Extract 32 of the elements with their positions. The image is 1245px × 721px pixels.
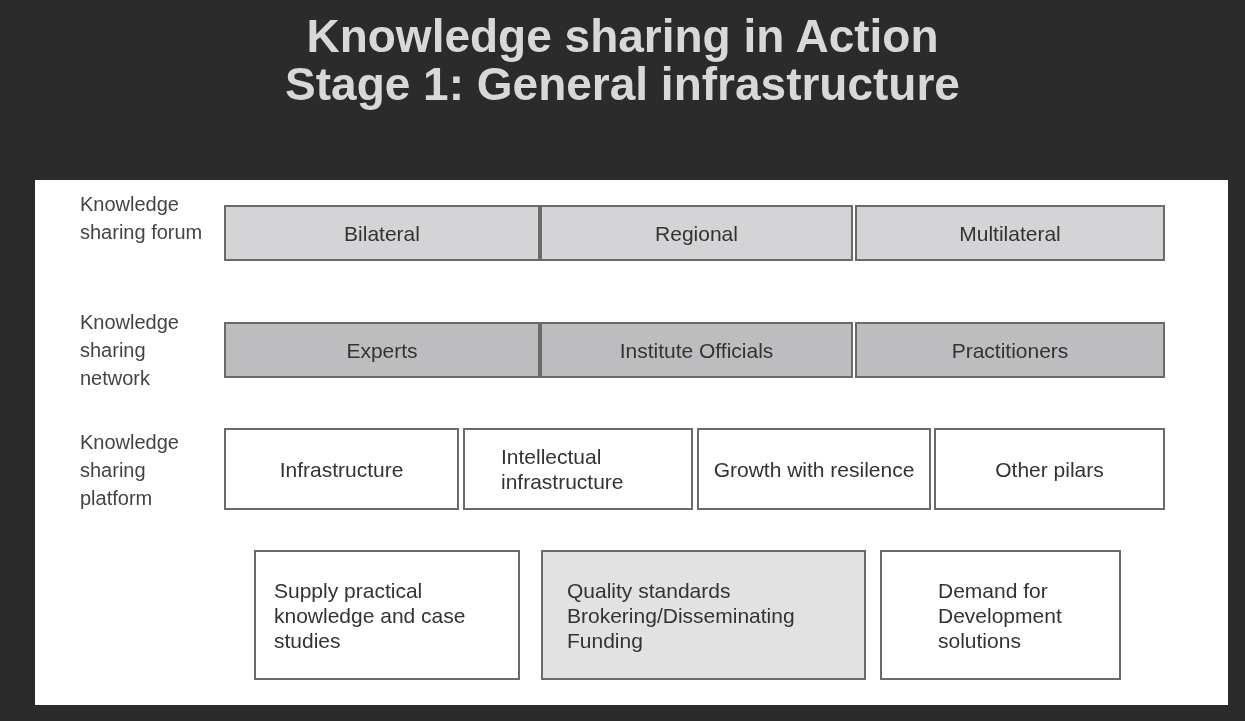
text-box	[855, 322, 1165, 378]
text-box	[540, 322, 853, 378]
box-text: Institute Officials	[618, 337, 775, 363]
box-text: Regional	[654, 220, 739, 246]
text-box	[541, 550, 866, 680]
text-box	[540, 205, 853, 261]
box-text: Practitioners	[950, 337, 1070, 363]
text-box	[934, 428, 1165, 510]
text-box	[224, 428, 459, 510]
box-text: Other pilars	[994, 456, 1105, 482]
box-text: Supply practical knowledge and case studies	[274, 577, 467, 653]
box-text: Brokering/Disseminating	[567, 602, 796, 628]
row-label: Knowledge sharing forum	[80, 192, 204, 245]
text-box	[224, 322, 540, 378]
text-box	[224, 205, 540, 261]
row-label: Knowledge sharing network	[80, 310, 180, 391]
text-box	[254, 550, 520, 680]
box-text: Funding	[567, 627, 644, 653]
box-text: Multilateral	[958, 220, 1062, 246]
text-box	[855, 205, 1165, 261]
box-text: Intellectual infrastructure	[501, 444, 625, 494]
box-text: Bilateral	[343, 220, 421, 246]
row-label: Knowledge sharing platform	[80, 430, 180, 511]
box-text: Infrastructure	[278, 456, 405, 482]
title: Knowledge sharing in Action Stage 1: General infrastructure	[284, 12, 961, 108]
text-box	[463, 428, 693, 510]
text-box	[880, 550, 1121, 680]
box-text: Quality standards	[567, 577, 732, 603]
box-text: Growth with resilence	[712, 456, 916, 482]
box-text: Experts	[345, 337, 419, 363]
box-text: Demand for Development solutions	[938, 577, 1063, 653]
text-box	[697, 428, 931, 510]
